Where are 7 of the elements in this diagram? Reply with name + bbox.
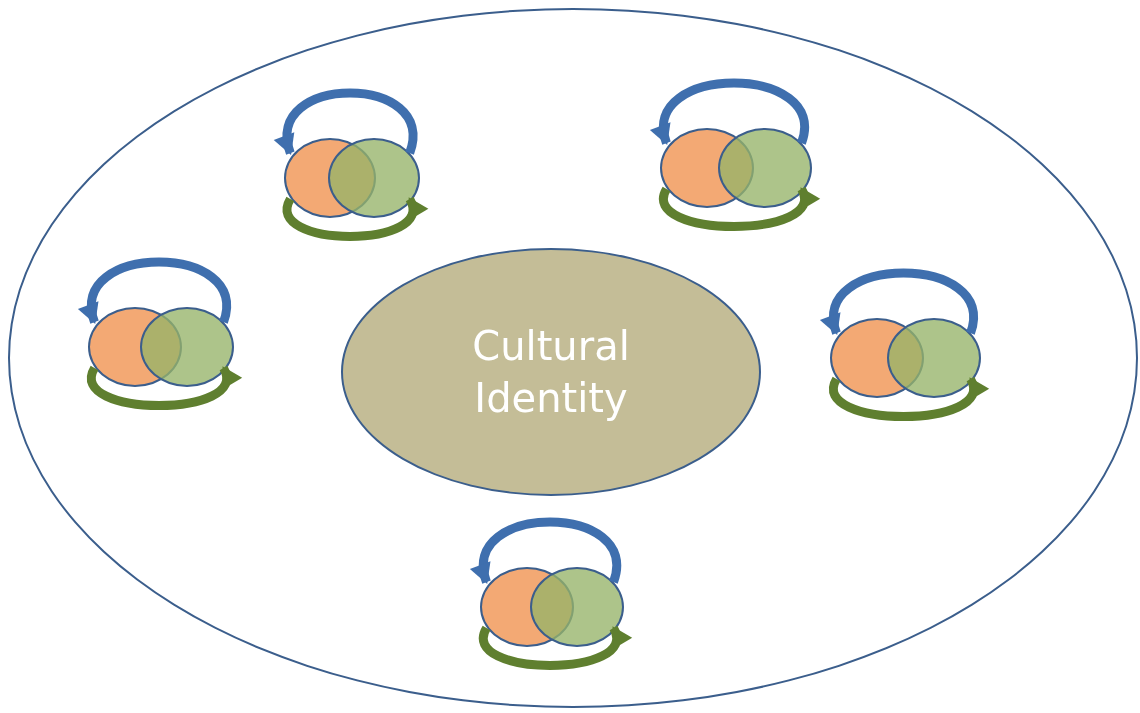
curved-arrow	[87, 366, 239, 410]
curved-arrow	[282, 197, 426, 241]
curved-arrow	[478, 626, 629, 670]
curved-arrow	[829, 377, 986, 421]
curved-arrow	[276, 88, 418, 155]
node-label: Cultural Identity	[471, 322, 631, 423]
curved-arrow	[659, 187, 817, 231]
